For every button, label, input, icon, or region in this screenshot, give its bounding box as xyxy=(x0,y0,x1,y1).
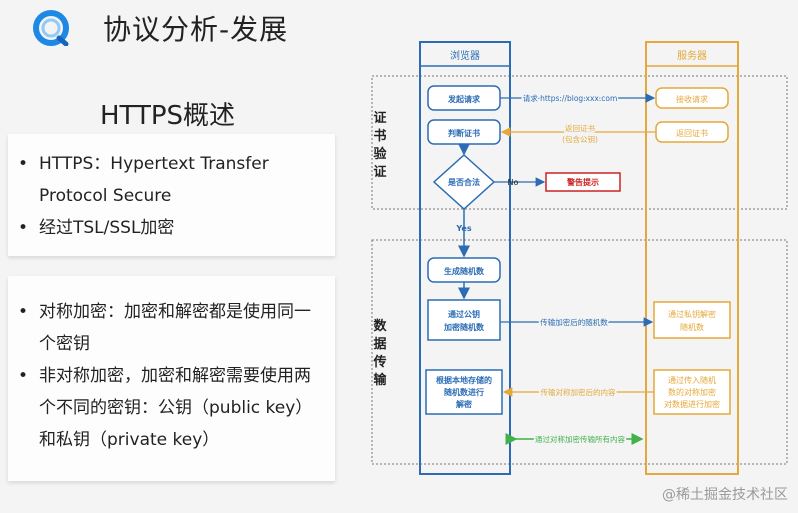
bullet-symmetric: •对称加密：加密和解密都是使用同一个密钥 xyxy=(18,302,311,354)
cert-verify-group xyxy=(371,75,788,210)
app-logo-icon xyxy=(33,10,69,46)
data-label-3: 传 xyxy=(372,354,386,370)
svg-text:通过公钥: 通过公钥 xyxy=(448,309,480,319)
arrow-return-cert-label-1: 返回证书 xyxy=(565,123,595,133)
svg-text:警告提示: 警告提示 xyxy=(566,177,599,187)
arrow-send-content-label: 传输对称加密后的内容 xyxy=(541,387,616,397)
svg-text:通过传入随机: 通过传入随机 xyxy=(668,375,716,385)
svg-text:对数据进行加密: 对数据进行加密 xyxy=(664,399,720,409)
watermark: @稀土掘金技术社区 xyxy=(662,487,788,503)
svg-text:根据本地存储的: 根据本地存储的 xyxy=(436,375,492,385)
svg-text:加密随机数: 加密随机数 xyxy=(443,322,485,332)
server-lane xyxy=(645,41,739,475)
svg-text:随机数进行: 随机数进行 xyxy=(444,387,484,397)
cert-label-1: 证 xyxy=(373,111,386,126)
arrow-send-random-label: 传输加密后的随机数 xyxy=(540,317,608,327)
bullet-asymmetric: •非对称加密，加密和解密需要使用两个不同的密钥：公钥（public key）和私… xyxy=(18,366,313,450)
cert-label-2: 书 xyxy=(373,128,386,144)
svg-text:解密: 解密 xyxy=(456,399,472,409)
node-encrypt-content xyxy=(653,369,731,415)
https-flow-diagram: 证 书 验 证 数 据 传 输 浏览器 服务器 发起请求 判断证书 是否合法 N… xyxy=(370,40,790,480)
browser-lane xyxy=(419,41,511,475)
svg-text:随机数: 随机数 xyxy=(680,322,704,332)
node-receive xyxy=(655,87,729,109)
section-title: HTTPS概述 xyxy=(99,101,236,131)
node-encrypt-random xyxy=(427,299,501,341)
browser-label: 浏览器 xyxy=(450,49,480,62)
cert-label-3: 验 xyxy=(373,146,387,162)
svg-text:返回证书: 返回证书 xyxy=(676,128,708,138)
server-label: 服务器 xyxy=(677,49,707,62)
yes-label: Yes xyxy=(455,224,471,233)
arrow-return-cert-label-2: (包含公钥) xyxy=(562,134,598,144)
no-label: No xyxy=(508,178,519,187)
node-warning xyxy=(545,172,621,192)
svg-text:数的对称加密: 数的对称加密 xyxy=(668,387,716,397)
data-transfer-group xyxy=(371,239,788,465)
svg-text:接收请求: 接收请求 xyxy=(676,94,708,104)
svg-text:生成随机数: 生成随机数 xyxy=(444,266,485,276)
encryption-types-card: •对称加密：加密和解密都是使用同一个密钥 •非对称加密，加密和解密需要使用两个不… xyxy=(8,276,335,481)
data-label-2: 据 xyxy=(373,336,386,352)
node-decrypt xyxy=(425,369,503,415)
cert-label-4: 证 xyxy=(373,165,386,180)
data-label-4: 输 xyxy=(373,372,387,388)
data-label-1: 数 xyxy=(373,318,387,334)
arrow-all-content-label: 通过对称加密传输所有内容 xyxy=(535,434,625,444)
bullet-tls: •经过TSL/SSL加密 xyxy=(18,218,175,238)
arrow-request-label: 请求 https://blog.xxx.com xyxy=(523,93,618,103)
svg-text:判断证书: 判断证书 xyxy=(448,128,480,138)
page-title: 协议分析-发展 xyxy=(103,13,289,46)
svg-text:通过私钥解密: 通过私钥解密 xyxy=(668,309,716,319)
svg-text:是否合法: 是否合法 xyxy=(447,177,480,187)
node-decrypt-key xyxy=(653,301,731,339)
svg-text:发起请求: 发起请求 xyxy=(447,94,481,104)
